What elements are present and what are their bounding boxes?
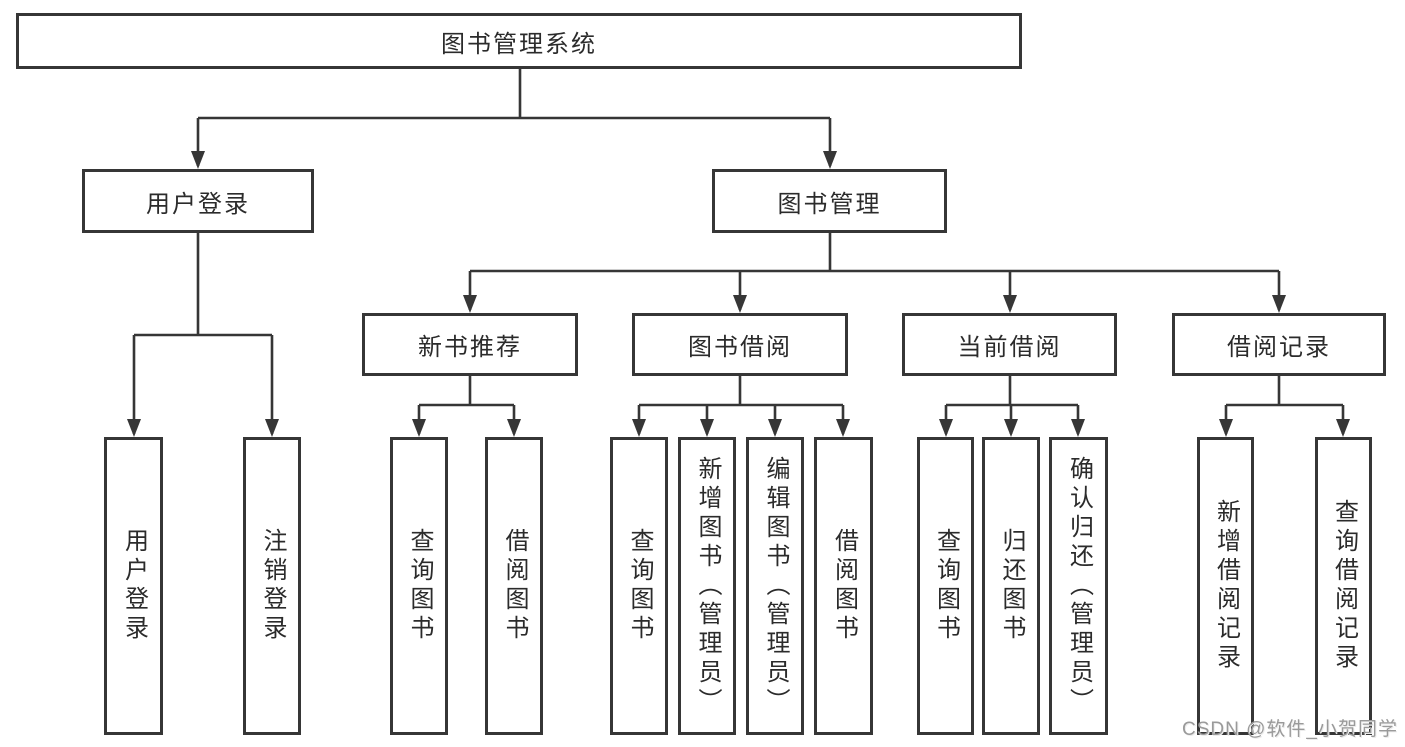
arrowhead-icon [823, 151, 837, 169]
arrowhead-icon [939, 419, 953, 437]
leaf-query-borrow-record: 查询借阅记录 [1315, 437, 1372, 735]
node-book-borrow: 图书借阅 [632, 313, 848, 376]
leaf-query-books-borrow: 查询图书 [610, 437, 668, 735]
leaf-label: 查询图书 [406, 528, 433, 644]
leaf-label: 用户登录 [120, 528, 148, 644]
arrowhead-icon [1071, 419, 1085, 437]
node-new-book-recommend: 新书推荐 [362, 313, 578, 376]
leaf-label: 借阅图书 [501, 528, 528, 644]
leaf-label: 新增图书（管理员） [694, 455, 721, 717]
leaf-query-books-current: 查询图书 [917, 437, 974, 735]
leaf-logout: 注销登录 [243, 437, 301, 735]
leaf-edit-book-admin: 编辑图书（管理员） [746, 437, 804, 735]
leaf-user-login: 用户登录 [104, 437, 163, 735]
arrowhead-icon [1004, 419, 1018, 437]
connector-borrow-records-children [1224, 376, 1345, 434]
node-borrow-records: 借阅记录 [1172, 313, 1386, 376]
arrowhead-icon [191, 151, 205, 169]
leaf-label: 查询借阅记录 [1330, 499, 1358, 673]
leaf-borrow-books: 借阅图书 [814, 437, 873, 735]
connector-book-borrow-children [637, 376, 845, 434]
leaf-label: 编辑图书（管理员） [762, 455, 789, 717]
node-root: 图书管理系统 [16, 13, 1022, 69]
arrowhead-icon [768, 419, 782, 437]
node-current-borrow: 当前借阅 [902, 313, 1117, 376]
leaf-borrow-books-recommend: 借阅图书 [485, 437, 543, 735]
watermark: CSDN @软件_小贺同学 [1182, 719, 1398, 740]
arrowhead-icon [733, 295, 747, 313]
arrowhead-icon [1003, 295, 1017, 313]
arrowhead-icon [412, 419, 426, 437]
leaf-add-borrow-record: 新增借阅记录 [1197, 437, 1254, 735]
arrowhead-icon [836, 419, 850, 437]
arrowhead-icon [1219, 419, 1233, 437]
node-user-login: 用户登录 [82, 169, 314, 233]
leaf-label: 新增借阅记录 [1212, 499, 1240, 673]
leaf-label: 查询图书 [626, 528, 653, 644]
leaf-query-books-recommend: 查询图书 [390, 437, 448, 735]
arrowhead-icon [1272, 295, 1286, 313]
leaf-label: 查询图书 [932, 528, 960, 644]
leaf-label: 确认归还（管理员） [1065, 455, 1093, 717]
leaf-add-book-admin: 新增图书（管理员） [678, 437, 736, 735]
arrowhead-icon [265, 419, 279, 437]
leaf-confirm-return-admin: 确认归还（管理员） [1049, 437, 1108, 735]
arrowhead-icon [700, 419, 714, 437]
connector-user-login-children [132, 233, 274, 434]
leaf-return-book: 归还图书 [982, 437, 1040, 735]
leaf-label: 借阅图书 [830, 528, 858, 644]
arrowhead-icon [463, 295, 477, 313]
node-book-management: 图书管理 [712, 169, 947, 233]
arrowhead-icon [507, 419, 521, 437]
arrowhead-icon [127, 419, 141, 437]
leaf-label: 注销登录 [259, 528, 286, 644]
connector-current-borrow-children [944, 376, 1080, 434]
leaf-label: 归还图书 [998, 528, 1025, 644]
arrowhead-icon [1336, 419, 1350, 437]
connector-root-to-level2 [196, 69, 832, 166]
connector-book-management-children [468, 233, 1281, 310]
connector-new-book-children [417, 376, 516, 434]
arrowhead-icon [632, 419, 646, 437]
